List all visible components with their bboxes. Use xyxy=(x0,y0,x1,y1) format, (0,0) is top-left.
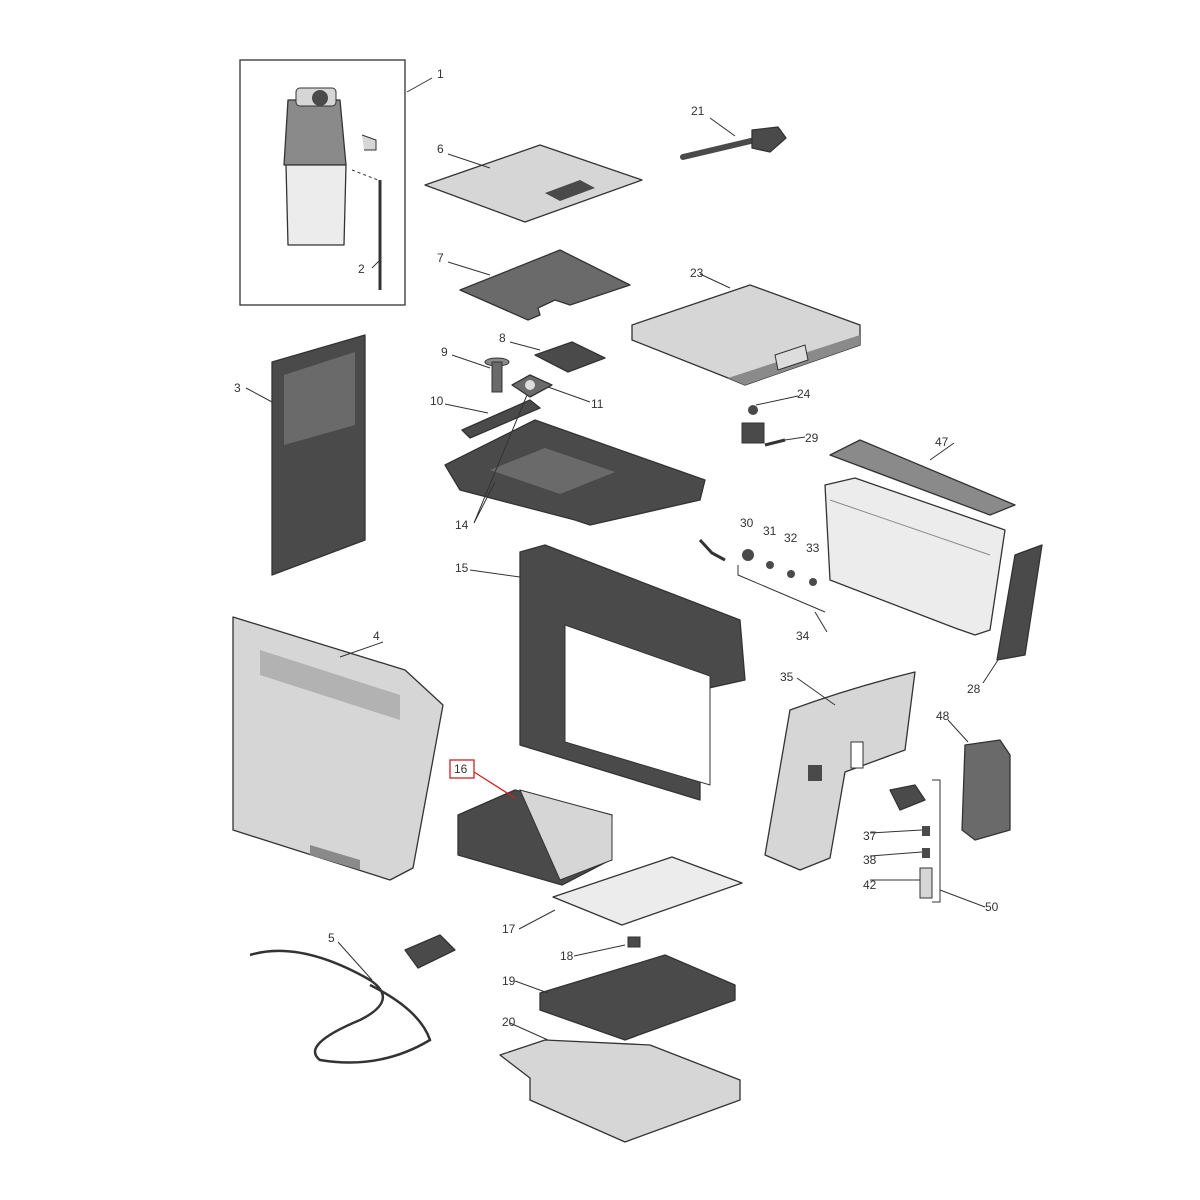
label-30: 30 xyxy=(740,516,754,530)
part-21-scoop xyxy=(680,126,787,160)
label-28: 28 xyxy=(967,682,981,696)
part-7-tray xyxy=(459,249,631,321)
callout-labels: 1 2 3 4 5 6 7 8 9 10 11 14 15 16 17 18 1… xyxy=(234,67,999,1029)
label-7: 7 xyxy=(437,251,444,265)
label-8: 8 xyxy=(499,331,506,345)
part-34-water-tank xyxy=(824,477,1006,636)
part-8-grille xyxy=(534,341,606,373)
label-18: 18 xyxy=(560,949,574,963)
part-11-funnel xyxy=(511,374,553,398)
label-20: 20 xyxy=(502,1015,516,1029)
part-4-left-cover xyxy=(232,616,444,881)
part-6-top-lid xyxy=(424,144,643,223)
label-34: 34 xyxy=(796,629,810,643)
label-29: 29 xyxy=(805,431,819,445)
leader-lines xyxy=(245,77,999,1041)
label-14: 14 xyxy=(455,518,469,532)
label-1: 1 xyxy=(437,67,444,81)
part-47-tank-lid xyxy=(829,439,1016,516)
label-15: 15 xyxy=(455,561,469,575)
label-11: 11 xyxy=(591,397,604,411)
label-6: 6 xyxy=(437,142,444,156)
part-30-33-fittings xyxy=(698,538,826,613)
label-4: 4 xyxy=(373,629,380,643)
part-20-drip-tray xyxy=(499,1039,741,1143)
part-35-front-panel xyxy=(764,671,916,871)
part-3-side-panel xyxy=(271,334,366,576)
label-21: 21 xyxy=(691,104,705,118)
part-28-side-strip xyxy=(996,544,1043,661)
part-9-knob xyxy=(484,357,510,393)
label-10: 10 xyxy=(430,394,444,408)
part-23-control-panel xyxy=(631,284,861,386)
part-14-frame xyxy=(444,419,706,526)
label-9: 9 xyxy=(441,345,448,359)
label-38: 38 xyxy=(863,853,877,867)
part-16-drip-container xyxy=(449,759,613,886)
part-29-connector xyxy=(764,438,786,447)
label-35: 35 xyxy=(780,670,794,684)
part-48-module xyxy=(961,739,1011,841)
part-50-valve-assembly xyxy=(889,779,941,903)
part-1-milk-jug xyxy=(239,59,406,306)
label-5: 5 xyxy=(328,931,335,945)
label-16: 16 xyxy=(454,762,468,776)
label-42: 42 xyxy=(863,878,877,892)
label-19: 19 xyxy=(502,974,516,988)
label-33: 33 xyxy=(806,541,820,555)
part-15-chassis-frame xyxy=(519,544,746,801)
label-23: 23 xyxy=(690,266,704,280)
part-17-grid-plate xyxy=(552,856,743,926)
label-2: 2 xyxy=(358,262,365,276)
label-3: 3 xyxy=(234,381,241,395)
label-24: 24 xyxy=(797,387,811,401)
label-50: 50 xyxy=(985,900,999,914)
label-32: 32 xyxy=(784,531,798,545)
part-19-drip-tray-top xyxy=(539,954,736,1041)
label-37: 37 xyxy=(863,829,877,843)
part-5-power-cord xyxy=(249,934,456,1064)
part-18-clip xyxy=(627,936,641,948)
part-24-knob xyxy=(741,405,765,444)
label-48: 48 xyxy=(936,709,950,723)
label-47: 47 xyxy=(935,435,949,449)
label-31: 31 xyxy=(763,524,777,538)
label-17: 17 xyxy=(502,922,516,936)
